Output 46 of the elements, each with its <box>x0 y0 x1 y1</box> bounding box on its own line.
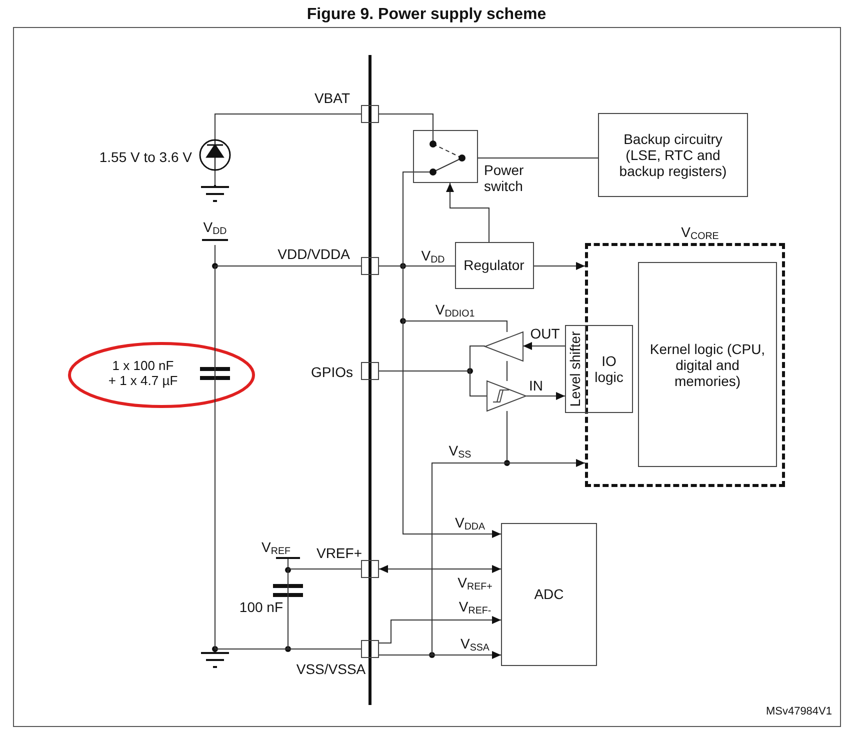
connector <box>378 114 434 130</box>
connector <box>214 114 362 140</box>
edge-label: OUT <box>529 326 561 342</box>
block-label: Backup circuitry (LSE, RTC and backup registers) <box>618 130 728 180</box>
connector <box>522 342 566 350</box>
connector <box>378 616 502 644</box>
block-box <box>638 262 777 467</box>
edge-label: V$_{DDIO1}$ <box>434 302 476 318</box>
block-label: Regulator <box>462 256 526 274</box>
edge-label: V$_{REF-}$ <box>458 599 492 615</box>
block-label: ADC <box>533 586 565 602</box>
connector <box>526 392 566 400</box>
connector <box>534 262 586 270</box>
buffer-triangle <box>485 332 523 361</box>
voltage-range-label: 1.55 V to 3.6 V <box>99 148 192 166</box>
block-box <box>455 242 534 289</box>
figure-title: Figure 9. Power supply scheme <box>306 6 548 24</box>
block-label: Kernel logic (CPU, digital and memories) <box>648 340 766 389</box>
pin-label: VREF+ <box>316 544 362 562</box>
pin-label: VDD/VDDA <box>278 246 350 262</box>
block-box <box>585 325 633 413</box>
buffer-triangle <box>487 381 526 411</box>
edge-label: V$_{DDA}$ <box>454 515 486 531</box>
supply-label: V$_{DD}$ <box>203 218 227 236</box>
connector <box>378 565 502 573</box>
pin-label: GPIOs <box>310 364 353 380</box>
block-label: Power switch <box>484 162 525 194</box>
capacitor-value-label: 1 x 100 nF + 1 x 4.7 µF <box>107 359 179 389</box>
connector <box>288 568 362 650</box>
figure-code: MSv47984V1 <box>766 706 832 718</box>
block-box <box>565 325 586 413</box>
pin-label: VBAT <box>314 90 350 106</box>
domain-label: V$_{CORE}$ <box>680 224 720 240</box>
edge-label: V$_{REF+}$ <box>456 575 494 591</box>
capacitor-value-label: 100 nF <box>239 598 283 616</box>
pin-label: VSS/VSSA <box>296 660 366 678</box>
edge-label: V$_{DD}$ <box>420 248 446 264</box>
block-box <box>598 113 748 197</box>
supply-label: V$_{REF}$ <box>262 538 290 556</box>
block-label: IO logic <box>594 352 624 386</box>
connector <box>446 182 490 242</box>
edge-label: V$_{SS}$ <box>448 443 472 459</box>
block-box <box>501 523 597 666</box>
edge-label: V$_{SSA}$ <box>460 636 490 652</box>
connector <box>214 266 362 650</box>
block-label: Level shifter <box>566 331 584 407</box>
